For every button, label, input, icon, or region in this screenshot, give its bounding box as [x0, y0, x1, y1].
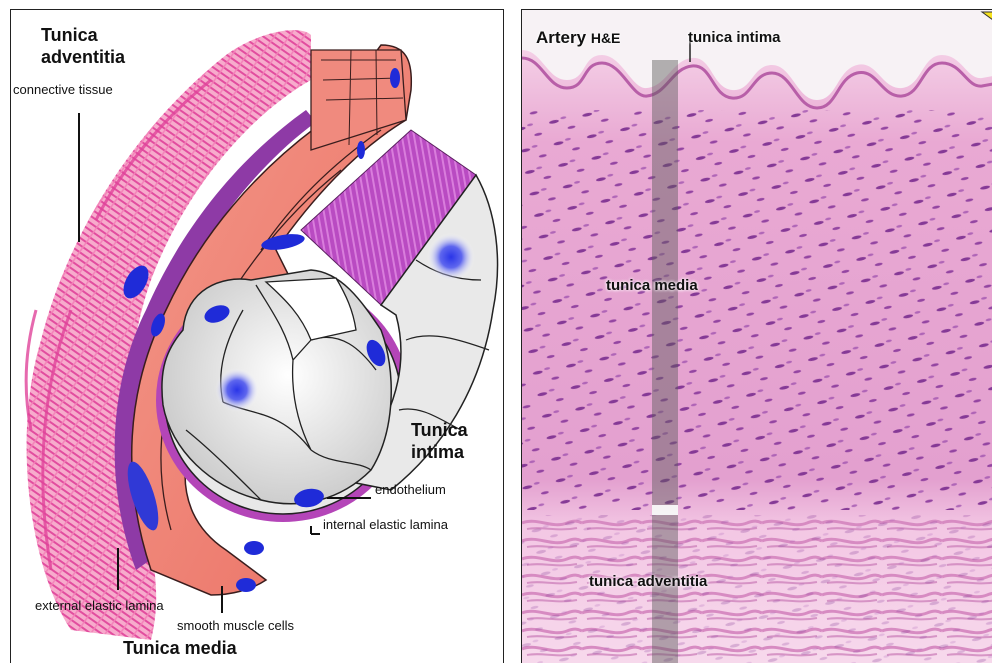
title-intima-line2: intima	[411, 442, 464, 462]
micrograph-stain: H&E	[591, 30, 621, 46]
title-adventitia-line2: adventitia	[41, 47, 125, 67]
label-tunica-adventitia-he: tunica adventitia	[589, 573, 707, 590]
label-tunica-intima-he: tunica intima	[688, 29, 781, 46]
he-stained-tissue	[522, 10, 992, 663]
title-tunica-intima: Tunica intima	[411, 419, 468, 463]
micrograph-title-artery: Artery	[536, 28, 586, 47]
artery-wall-illustration	[11, 10, 503, 663]
title-tunica-media: Tunica media	[123, 637, 237, 659]
micrograph-title: Artery H&E	[536, 28, 620, 48]
label-connective-tissue: connective tissue	[13, 82, 113, 97]
label-internal-elastic-lamina: internal elastic lamina	[323, 517, 448, 532]
label-tunica-media-he: tunica media	[606, 277, 698, 294]
title-tunica-adventitia: Tunica adventitia	[41, 24, 125, 68]
label-smooth-muscle-cells: smooth muscle cells	[177, 618, 294, 633]
label-external-elastic-lamina: external elastic lamina	[35, 598, 164, 613]
label-endothelium: endothelium	[375, 482, 446, 497]
title-adventitia-line1: Tunica	[41, 25, 98, 45]
he-micrograph: Artery H&E tunica intima tunica media tu…	[521, 9, 992, 663]
title-intima-line1: Tunica	[411, 420, 468, 440]
artery-wall-diagram: Tunica adventitia connective tissue Tuni…	[10, 9, 504, 663]
